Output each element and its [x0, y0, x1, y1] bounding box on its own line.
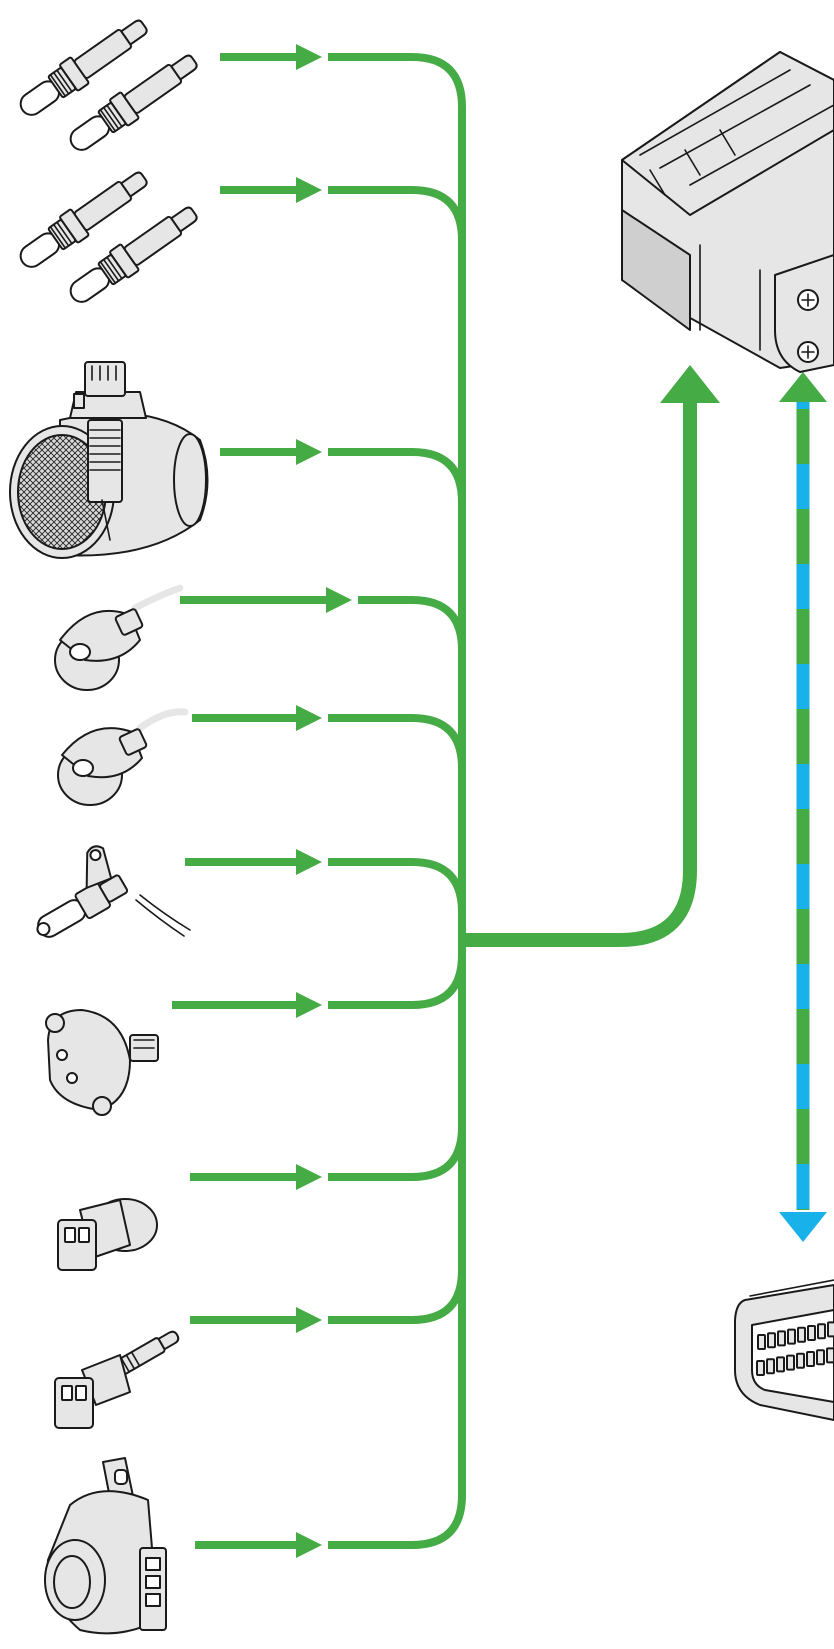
ecu-icon	[621, 51, 834, 373]
obd-pin	[787, 1328, 796, 1345]
sensor-bus-connector	[328, 448, 466, 940]
lambda-sensor-icon	[19, 171, 198, 303]
obd-pin	[756, 1360, 765, 1376]
air-mass-meter-icon	[9, 361, 209, 559]
sensor-arrow-head	[296, 705, 322, 731]
sensor-arrow-head	[296, 1164, 322, 1190]
diagnostic-link-down-arrow-head	[779, 1212, 827, 1242]
temperature-sensor-icon	[54, 1330, 180, 1429]
obd-pin	[797, 1326, 806, 1343]
obd-pin	[766, 1358, 775, 1375]
sensor-arrow-head	[296, 1532, 322, 1558]
obd-pin	[767, 1332, 776, 1349]
bus-to-control-unit-line	[462, 395, 697, 947]
sensor-arrow-head	[296, 992, 322, 1018]
control-unit-input-arrow-head	[660, 365, 720, 403]
lambda-sensor-icon	[19, 19, 198, 151]
speed-sensor-icon	[36, 845, 191, 938]
signal-flow-lines	[172, 44, 827, 1558]
sensor-arrow-head	[296, 1307, 322, 1333]
temperature-sensor-icon	[57, 1198, 158, 1271]
sensor-arrow-head	[296, 44, 322, 70]
throttle-sensor-icon	[44, 1457, 167, 1635]
hall-sensor-icon	[45, 1009, 159, 1116]
sensor-bus-connector	[328, 940, 466, 1181]
obd-pin	[796, 1352, 805, 1369]
obd-pin	[816, 1349, 825, 1366]
sensor-bus-connector	[328, 940, 466, 1549]
obd-pin	[776, 1356, 785, 1373]
obd-pin	[777, 1330, 786, 1347]
obd-pin	[817, 1323, 826, 1340]
sensor-bus-connector	[358, 596, 466, 940]
obd-connector-icon	[734, 1279, 834, 1421]
obd-pin	[757, 1334, 766, 1350]
sensor-bus-connector	[328, 714, 466, 940]
sensor-arrow-head	[296, 439, 322, 465]
obd-pin	[786, 1354, 795, 1371]
sensor-arrow-head	[296, 849, 322, 875]
obd-pin	[826, 1347, 834, 1364]
sensor-bus-connector	[328, 858, 466, 940]
obd-pin	[827, 1321, 834, 1338]
knock-sensor-icon	[54, 584, 184, 691]
knock-sensor-icon	[57, 708, 189, 806]
sensor-bus-connector	[328, 940, 466, 1009]
sensor-arrow-head	[296, 177, 322, 203]
diagnostic-link-up-arrow-head	[779, 372, 827, 402]
sensor-bus-connector	[328, 186, 466, 940]
obd-pin	[807, 1325, 816, 1341]
sensor-arrow-head	[326, 587, 352, 613]
obd-pin	[806, 1351, 815, 1367]
sensor-bus-connector	[328, 53, 466, 940]
